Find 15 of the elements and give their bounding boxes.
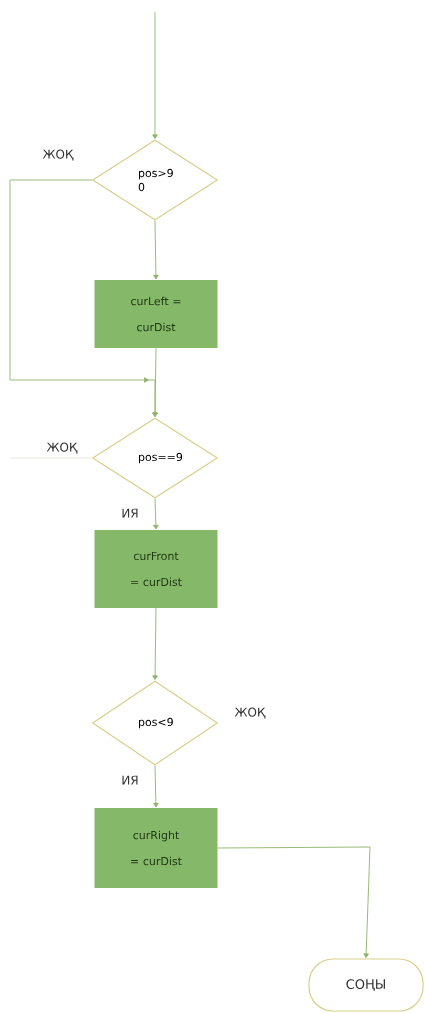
arrow: [152, 607, 158, 680]
arrow: [153, 220, 159, 280]
arrow: [153, 765, 159, 808]
branch-label: ЖОҚ: [234, 707, 266, 719]
arrow: [217, 846, 371, 958]
process-box: curRight = curDist: [94, 808, 218, 888]
edge-label: ЖОҚ: [41, 148, 75, 162]
edge-label: ИЯ: [120, 507, 140, 519]
edge-label: ИЯ: [120, 774, 140, 786]
arrow: [152, 11, 158, 139]
arrow: [152, 347, 158, 417]
process-box: curFront = curDist: [94, 530, 218, 608]
edge-label: ЖОҚ: [45, 441, 79, 455]
process-box: curLeft = curDist: [94, 280, 218, 348]
arrow: [153, 498, 159, 530]
